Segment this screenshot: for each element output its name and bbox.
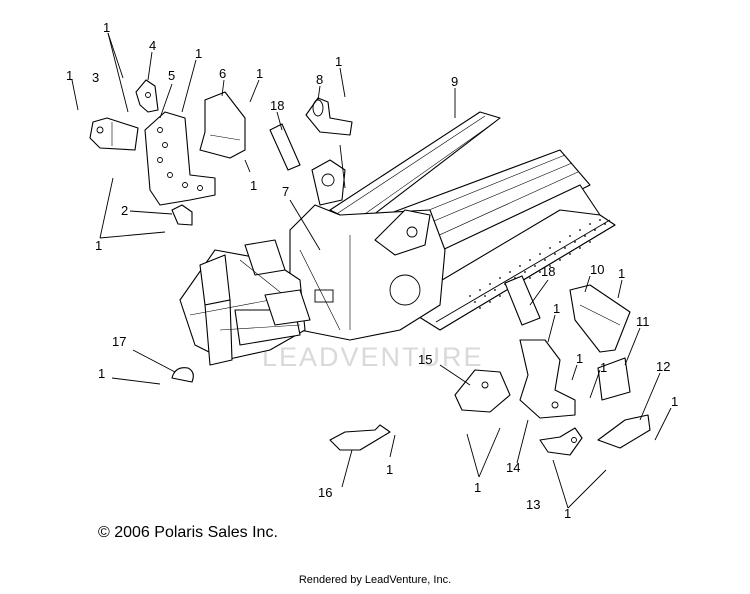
part-18-strip-top bbox=[269, 123, 301, 171]
dot-pattern bbox=[469, 219, 606, 309]
callout-label: 1 bbox=[600, 360, 607, 375]
front-frame bbox=[179, 239, 311, 366]
part-8-bracket bbox=[305, 97, 353, 136]
callout-label: 1 bbox=[474, 480, 481, 495]
leader-lines bbox=[71, 32, 672, 509]
part-13-bracket bbox=[539, 427, 583, 456]
part-11-plate bbox=[597, 357, 631, 401]
callout-label: 1 bbox=[98, 366, 105, 381]
callout-label: 14 bbox=[506, 460, 520, 475]
callout-label: 1 bbox=[671, 394, 678, 409]
callout-label: 1 bbox=[66, 68, 73, 83]
callout-label: 10 bbox=[590, 262, 604, 277]
callout-label: 9 bbox=[451, 74, 458, 89]
part-6-bracket bbox=[199, 91, 246, 159]
callout-label: 16 bbox=[318, 485, 332, 500]
callout-labels: 1 1 1 1 1 1 1 1 1 1 1 1 1 1 1 1 2 3 4 5 … bbox=[66, 20, 678, 521]
part-18-strip-right bbox=[504, 275, 541, 326]
part-5-plate bbox=[144, 111, 216, 206]
part-4-bracket bbox=[135, 79, 159, 113]
part-16-plate bbox=[329, 424, 391, 451]
part-10-cover bbox=[569, 284, 631, 353]
part-12-bracket bbox=[597, 414, 651, 449]
callout-label: 1 bbox=[564, 506, 571, 521]
callout-label: 11 bbox=[636, 314, 650, 329]
watermark-text: LEADVENTURE bbox=[262, 342, 484, 372]
callout-label: 13 bbox=[526, 497, 540, 512]
callout-label: 17 bbox=[112, 334, 126, 349]
callout-label: 1 bbox=[335, 54, 342, 69]
callout-label: 18 bbox=[270, 98, 284, 113]
part-17-bumper bbox=[171, 367, 194, 383]
callout-label: 2 bbox=[121, 203, 128, 218]
callout-label: 1 bbox=[95, 238, 102, 253]
rendered-by-text: Rendered by LeadVenture, Inc. bbox=[298, 574, 452, 586]
callout-label: 3 bbox=[92, 70, 99, 85]
callout-label: 1 bbox=[103, 20, 110, 35]
callout-label: 15 bbox=[418, 352, 432, 367]
tunnel-assembly bbox=[329, 111, 616, 331]
copyright-text: © 2006 Polaris Sales Inc. bbox=[98, 524, 278, 541]
part-14-bracket bbox=[519, 339, 576, 419]
callout-label: 4 bbox=[149, 38, 156, 53]
callout-label: 12 bbox=[656, 359, 670, 374]
callout-label: 1 bbox=[618, 266, 625, 281]
callout-label: 1 bbox=[386, 462, 393, 477]
callout-label: 1 bbox=[250, 178, 257, 193]
callout-label: 18 bbox=[541, 264, 555, 279]
part-2-clip bbox=[171, 204, 193, 226]
part-3-bracket bbox=[89, 117, 139, 151]
callout-label: 1 bbox=[256, 66, 263, 81]
part-15-bracket bbox=[454, 369, 511, 413]
callout-label: 1 bbox=[576, 351, 583, 366]
callout-label: 8 bbox=[316, 72, 323, 87]
callout-label: 5 bbox=[168, 68, 175, 83]
callout-label: 6 bbox=[219, 66, 226, 81]
callout-label: 1 bbox=[553, 301, 560, 316]
callout-label: 1 bbox=[195, 46, 202, 61]
callout-label: 7 bbox=[282, 184, 289, 199]
